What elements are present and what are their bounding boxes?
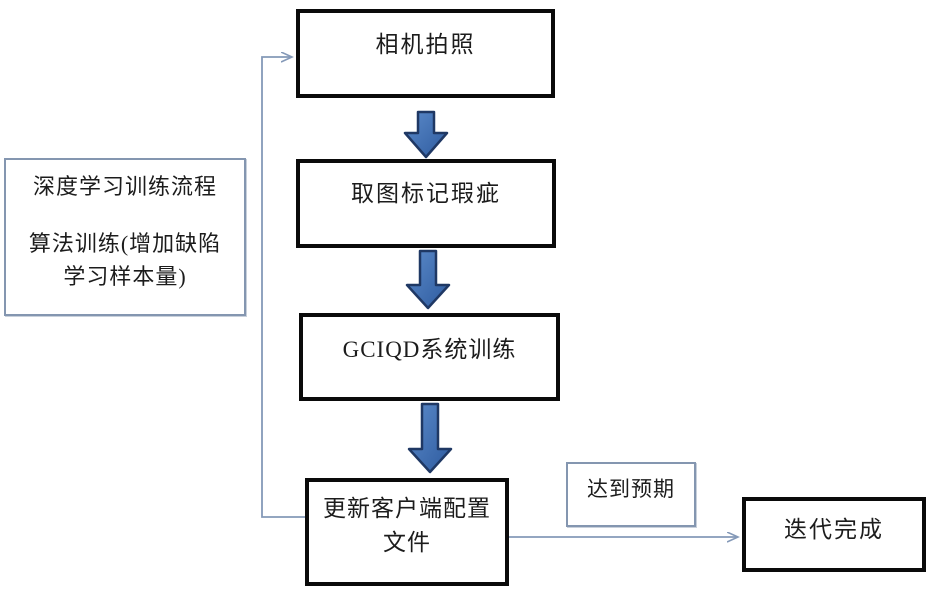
down-block-arrow-2 (405, 249, 451, 310)
down-block-arrow-1 (403, 110, 449, 159)
step-gciqd-training-box: GCIQD系统训练 (299, 313, 560, 401)
step-update-config-line2: 文件 (383, 530, 431, 555)
step-update-config-box: 更新客户端配置 文件 (305, 478, 509, 586)
process-note-line2: 算法训练(增加缺陷 (28, 231, 222, 256)
step-gciqd-training-label: GCIQD系统训练 (342, 337, 517, 362)
step-mark-defects-label: 取图标记瑕疵 (351, 181, 501, 206)
process-note-box: 深度学习训练流程 算法训练(增加缺陷 学习样本量) (4, 158, 246, 316)
feedback-connector (261, 57, 305, 518)
condition-expectation-box: 达到预期 (566, 462, 696, 527)
condition-expectation-label: 达到预期 (587, 477, 675, 501)
step-camera-label: 相机拍照 (375, 32, 476, 57)
step-iteration-done-label: 迭代完成 (784, 517, 884, 542)
step-mark-defects-box: 取图标记瑕疵 (296, 159, 556, 248)
process-note-line1: 深度学习训练流程 (32, 174, 217, 199)
down-block-arrow-3 (407, 402, 453, 474)
process-note-line3: 学习样本量) (63, 264, 187, 289)
step-update-config-line1: 更新客户端配置 (323, 496, 491, 521)
step-iteration-done-box: 迭代完成 (742, 497, 926, 572)
step-camera-box: 相机拍照 (296, 9, 555, 98)
